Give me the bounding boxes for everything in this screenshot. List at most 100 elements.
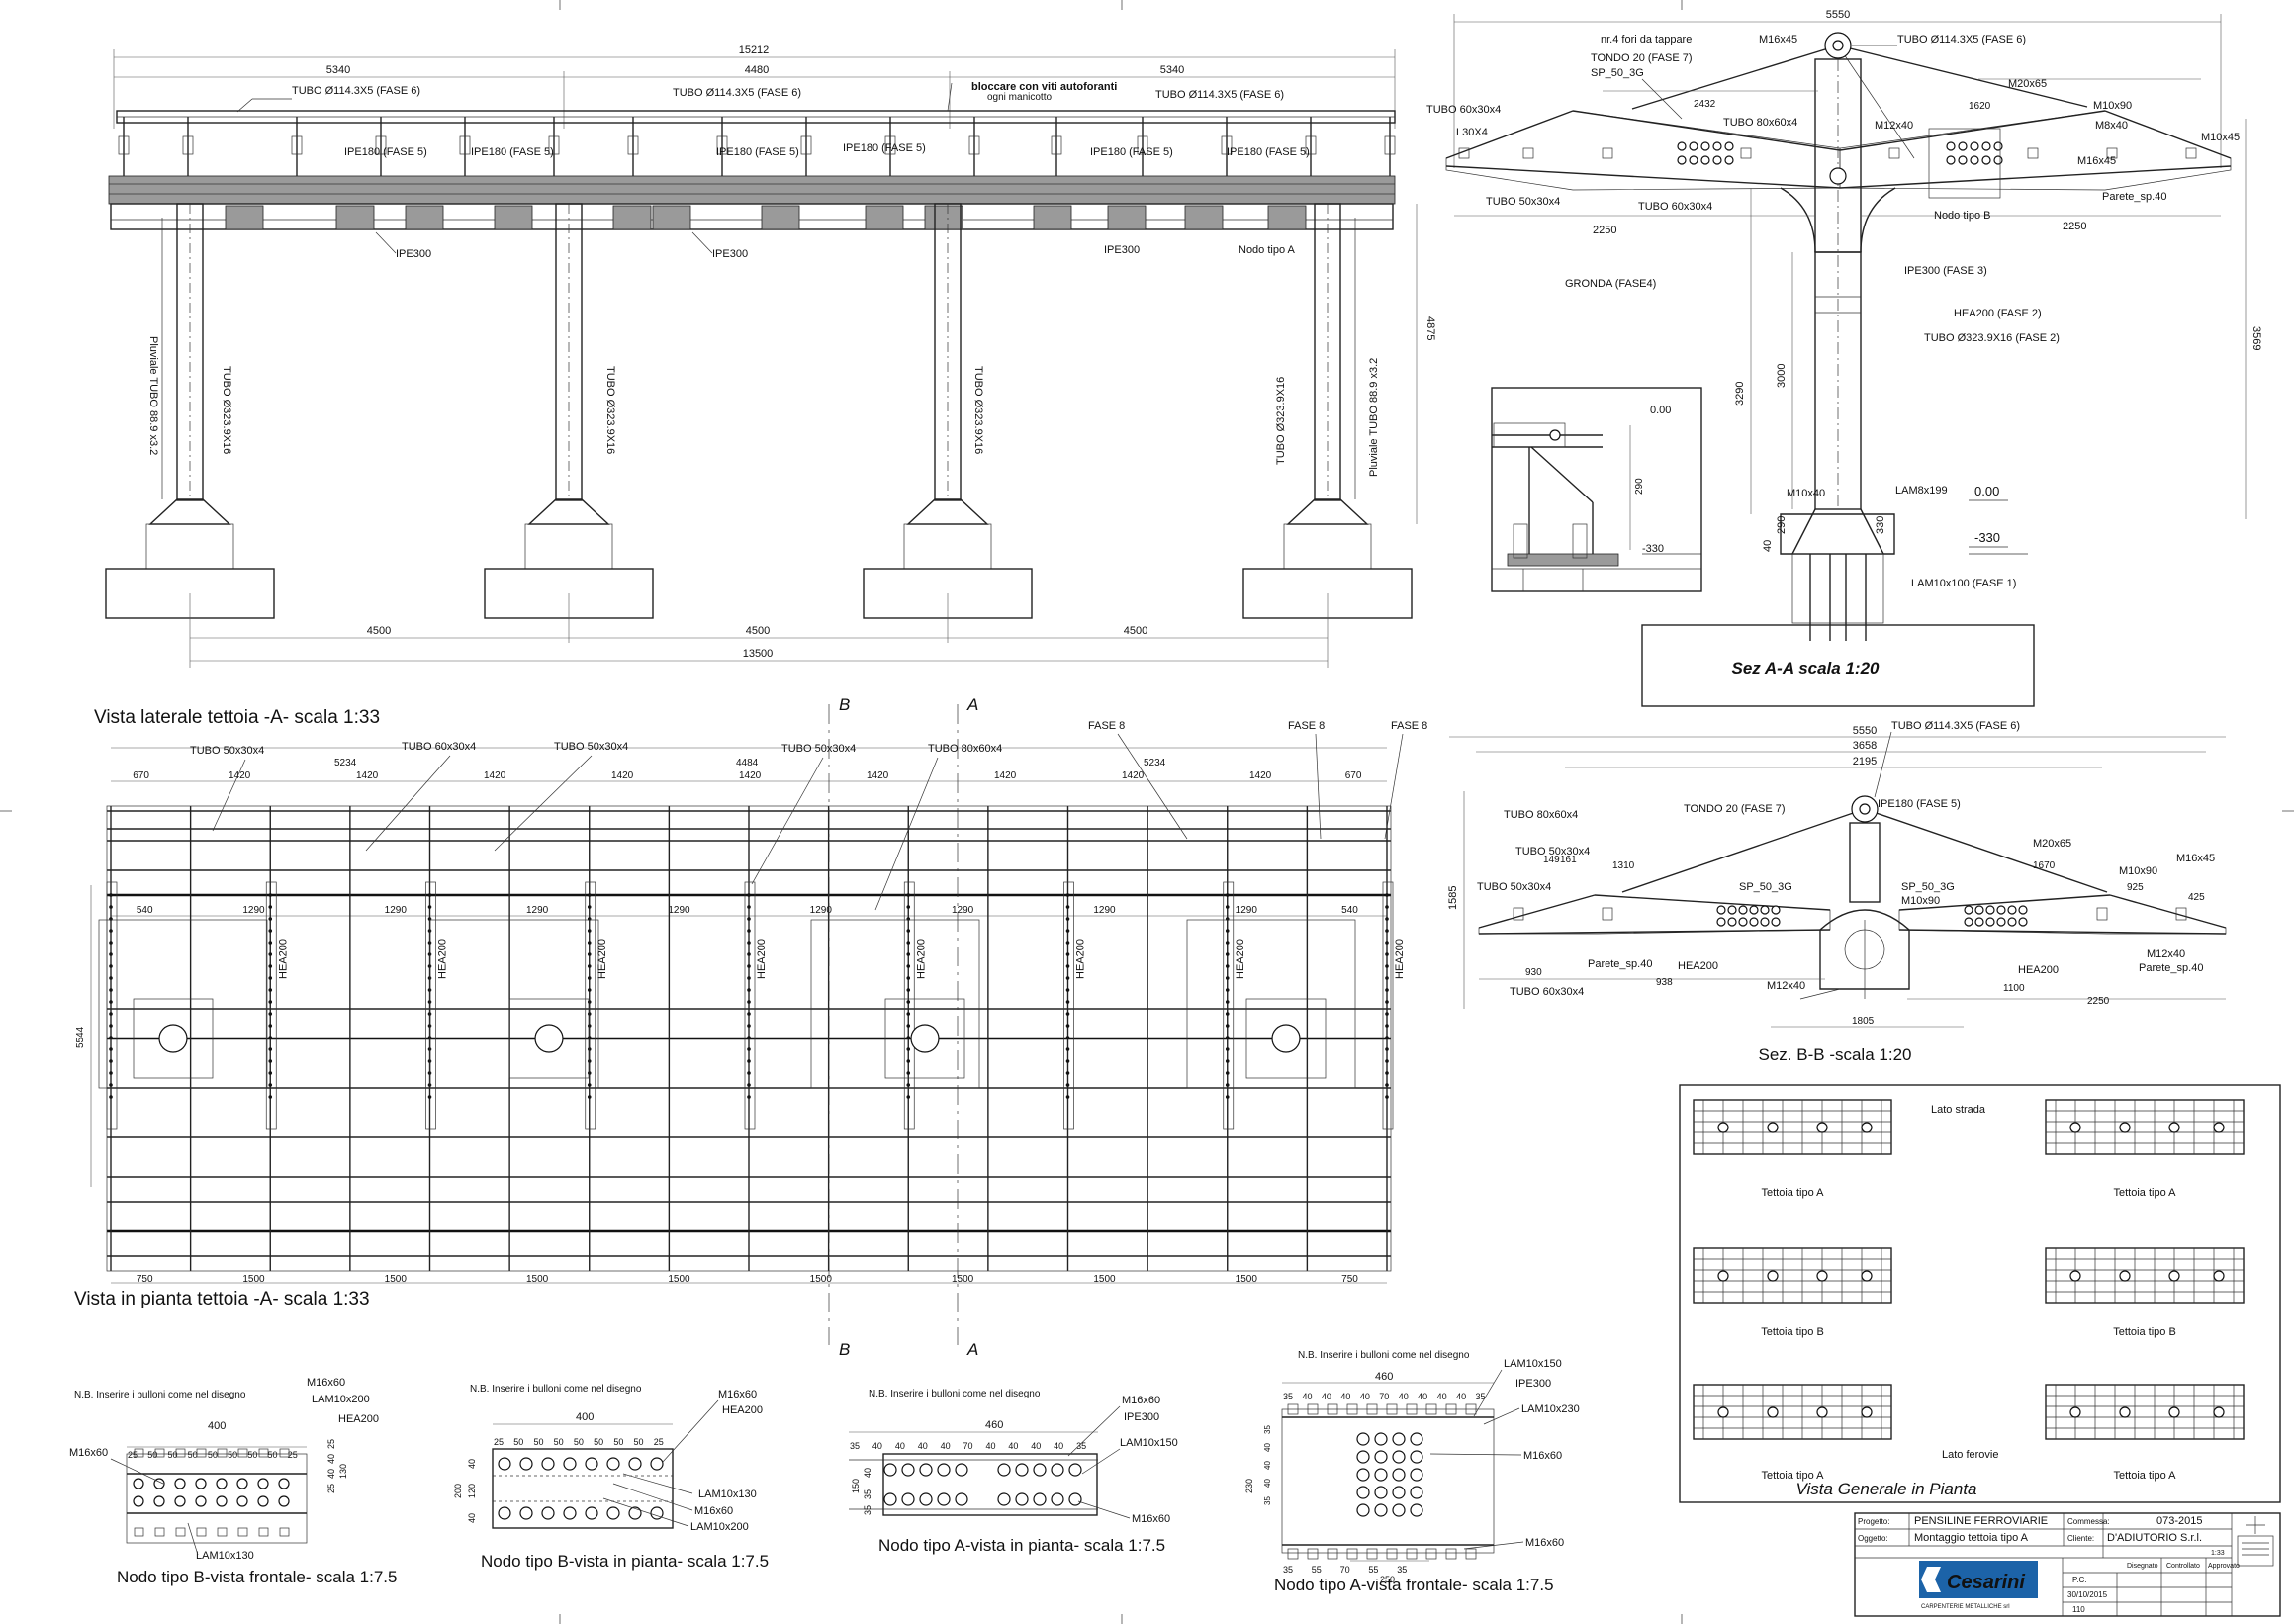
naf-bolt — [1410, 1450, 1423, 1464]
tb-cliente-key: Cliente: — [2067, 1534, 2094, 1543]
naf-bolt — [1374, 1432, 1388, 1446]
dim-total: 15212 — [739, 45, 770, 56]
bb-label-hea200-1: HEA200 — [1678, 960, 1718, 972]
plan-bolt-dot — [1225, 1083, 1230, 1087]
plan-bolt-dot — [1065, 1047, 1070, 1051]
plan-dim-width: 5544 — [75, 1026, 86, 1048]
naf-title: Nodo tipo A-vista frontale- scala 1:7.5 — [1274, 1576, 1554, 1594]
nbf-nut — [154, 1527, 165, 1537]
side-node — [1107, 205, 1147, 230]
plan-bolt-dot — [747, 976, 751, 980]
plan-bolt-dot — [109, 976, 113, 980]
aa-label-ipe300: IPE300 (FASE 3) — [1904, 265, 1987, 277]
side-node — [1033, 205, 1072, 230]
aa-clip — [2027, 147, 2039, 159]
plan-hea200 — [265, 881, 277, 1130]
plan-bolt-dot — [1065, 905, 1070, 909]
plan-bolt-dot — [906, 1071, 911, 1075]
naf-nut — [1425, 1403, 1437, 1415]
plan-bolt-dot — [268, 1083, 273, 1087]
plan-dim-bottom: 1500 — [952, 1274, 974, 1285]
plan-dim-bottom: 1500 — [526, 1274, 549, 1285]
nbp-bolt — [628, 1457, 642, 1471]
side-post-clamp — [291, 135, 303, 155]
plan-hea200 — [1223, 881, 1235, 1130]
naf-nut — [1366, 1403, 1378, 1415]
nbp-side-2: 120 — [467, 1484, 477, 1498]
bb-bolt — [1749, 917, 1759, 927]
plan-dim-top: 1420 — [1122, 770, 1145, 781]
nap-bolt — [901, 1492, 915, 1506]
gp-column — [2119, 1122, 2131, 1133]
plan-bolt-dot — [906, 905, 911, 909]
plan-bolt-dot — [906, 1036, 911, 1039]
node-dim-spacing: 35 — [1476, 1392, 1486, 1401]
gp-column — [2069, 1122, 2081, 1133]
nap-ipe300: IPE300 — [1124, 1411, 1159, 1423]
tb-data: 30/10/2015 — [2067, 1590, 2108, 1599]
plan-label-fase8-3: FASE 8 — [1391, 720, 1427, 732]
plan-bolt-dot — [1225, 964, 1230, 968]
section-aa: 5550 — [1426, 9, 2262, 707]
nbf-dim-400: 400 — [208, 1420, 226, 1432]
nodo-a-plan: N.B. Inserire i bulloni come nel disegno… — [849, 1389, 1178, 1555]
nbp-side-3: 40 — [467, 1513, 477, 1523]
plan-label-hea200: HEA200 — [277, 939, 289, 979]
plan-bolt-dot — [427, 893, 432, 897]
aa-bolt — [1946, 141, 1956, 151]
naf-side-dim: 35 — [1263, 1496, 1272, 1505]
gp-tettoia: Tettoia tipo A — [1693, 1099, 1892, 1199]
gp-title: Vista Generale in Pianta — [1795, 1480, 1976, 1498]
label-pluviale-1: Pluviale TUBO 88.9 x3.2 — [147, 336, 159, 455]
gp-column — [2069, 1406, 2081, 1418]
plan-bolt-dot — [587, 1036, 592, 1039]
plan-bolt-dot — [1065, 1000, 1070, 1004]
gp-column — [2168, 1406, 2180, 1418]
plan-bolt-dot — [268, 1095, 273, 1099]
plan-dim-upper-left: 5234 — [334, 758, 357, 768]
naf-bolt — [1392, 1450, 1406, 1464]
nbf-bolt — [195, 1495, 207, 1507]
nbf-nut — [154, 1448, 165, 1458]
plan-bolt-dot — [109, 905, 113, 909]
plan-bolt-dot — [747, 952, 751, 956]
tb-commessa-key: Commessa: — [2067, 1517, 2110, 1526]
dim-span-2: 4480 — [745, 64, 769, 76]
gp-column — [1861, 1122, 1873, 1133]
plan-bolt-dot — [587, 1059, 592, 1063]
plan-bolt-dot — [747, 941, 751, 945]
nbf-nut — [196, 1527, 207, 1537]
plan-bolt-dot — [587, 1024, 592, 1028]
nbf-bolt — [133, 1495, 144, 1507]
plan-bolt-dot — [1385, 905, 1389, 909]
bb-label-hea200-2: HEA200 — [2018, 964, 2059, 976]
nap-bolt — [937, 1492, 951, 1506]
plan-bolt-dot — [427, 1012, 432, 1016]
plan-dim-bottom: 750 — [1341, 1274, 1358, 1285]
plan-bolt-dot — [1385, 1083, 1389, 1087]
plan-bolt-dot — [906, 1024, 911, 1028]
plan-bolt-dot — [1225, 988, 1230, 992]
aa-bolt — [1993, 141, 2003, 151]
node-dim-spacing: 50 — [634, 1437, 644, 1447]
plan-bolt-dot — [268, 941, 273, 945]
side-node — [652, 205, 691, 230]
plan-bolt-dot — [268, 917, 273, 921]
bb-label-parete-1: Parete_sp.40 — [1588, 958, 1652, 970]
bb-dim-149: 149 — [1543, 855, 1560, 865]
plan-bolt-dot — [1225, 941, 1230, 945]
plan-dim-row: 1290 — [952, 905, 974, 916]
nbf-bolt — [195, 1478, 207, 1489]
aa-label-parete: Parete_sp.40 — [2102, 191, 2166, 203]
nbp-bolt — [498, 1457, 511, 1471]
nap-side-4: 35 — [863, 1505, 872, 1515]
gp-tettoia-outline — [1693, 1384, 1892, 1440]
plan-bolt-dot — [1065, 1036, 1070, 1039]
nbp-note: N.B. Inserire i bulloni come nel disegno — [470, 1384, 642, 1395]
naf-nut — [1406, 1548, 1418, 1560]
plan-bolt-dot — [109, 964, 113, 968]
label-tubo-top-1: TUBO Ø114.3X5 (FASE 6) — [292, 85, 420, 97]
bb-label-m12-1: M12x40 — [1767, 980, 1805, 992]
plan-bolt-dot — [587, 893, 592, 897]
